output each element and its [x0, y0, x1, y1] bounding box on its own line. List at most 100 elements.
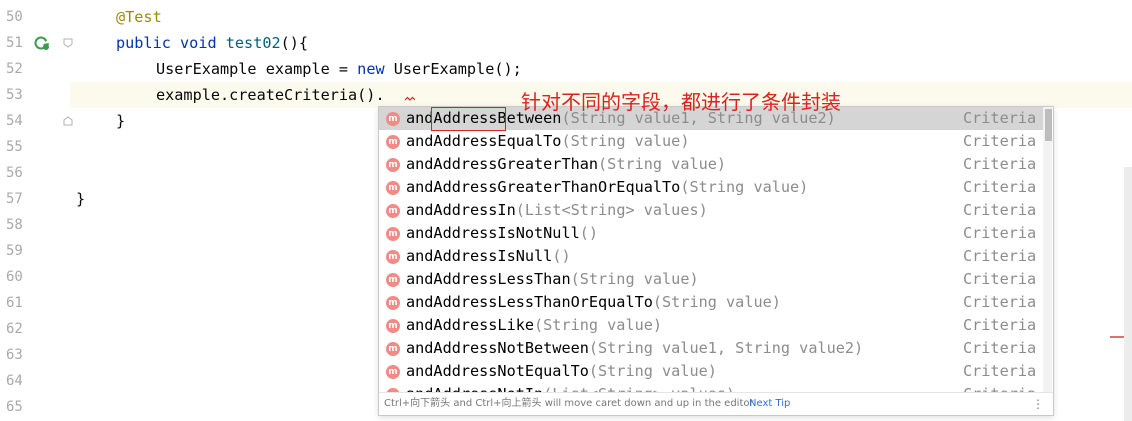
- completion-item[interactable]: m andAddressBetween(String value1, String…: [379, 107, 1043, 130]
- method-icon: m: [386, 181, 400, 195]
- gutter-line: 51: [0, 30, 73, 56]
- completion-item-name: andAddressNotBetween: [406, 339, 589, 357]
- completion-item-type: Criteria: [963, 316, 1037, 334]
- fold-end-icon[interactable]: [63, 116, 73, 126]
- error-stripe-marker[interactable]: [1110, 336, 1124, 338]
- completion-item-type: Criteria: [963, 362, 1037, 380]
- line-number: 58: [6, 217, 23, 233]
- line-number: 50: [6, 9, 23, 25]
- completion-item-type: Criteria: [963, 178, 1037, 196]
- line-number: 56: [6, 165, 23, 181]
- method-icon: m: [386, 250, 400, 264]
- keyword-new: new: [357, 60, 385, 78]
- gutter-line: 50: [0, 4, 70, 30]
- method-icon: m: [386, 227, 400, 241]
- line-number: 59: [6, 243, 23, 259]
- completion-item-type: Criteria: [963, 293, 1037, 311]
- code-text: (){: [280, 34, 309, 52]
- completion-item-name: andAddressNotEqualTo: [406, 362, 589, 380]
- code-text: }: [76, 190, 86, 208]
- gutter-line: 55: [0, 134, 70, 160]
- completion-item-params: (String value1, String value2): [588, 339, 864, 357]
- completion-item-name: andAddressNotIn: [406, 385, 544, 394]
- gutter-line: 54: [0, 108, 73, 134]
- method-icon: m: [386, 204, 400, 218]
- line-number: 63: [6, 347, 23, 363]
- gutter-line: 60: [0, 264, 70, 290]
- gutter-line: 64: [0, 368, 70, 394]
- gutter-line: 57: [0, 186, 70, 212]
- code-line[interactable]: public void test02(){: [70, 30, 1132, 56]
- gutter-line: 53: [0, 82, 70, 108]
- gutter-line: 56: [0, 160, 70, 186]
- completion-item[interactable]: m andAddressGreaterThanOrEqualTo(String v…: [379, 176, 1043, 199]
- completion-item[interactable]: m andAddressIn(List<String> values) Criter…: [379, 199, 1043, 222]
- line-number: 65: [6, 399, 23, 415]
- line-number: 55: [6, 139, 23, 155]
- completion-item-name: andAddressBetween: [406, 109, 562, 127]
- line-number: 60: [6, 269, 23, 285]
- gutter-line: 62: [0, 316, 70, 342]
- code-editor[interactable]: @Test public void test02(){ UserExample …: [70, 0, 1132, 421]
- completion-item-params: (): [552, 247, 571, 265]
- code-line[interactable]: @Test: [70, 4, 1132, 30]
- code-text: UserExample();: [384, 60, 522, 78]
- completion-item-name: andAddressEqualTo: [406, 132, 562, 150]
- line-number: 61: [6, 295, 23, 311]
- completion-item-type: Criteria: [963, 201, 1037, 219]
- completion-item-params: (String value1, String value2): [561, 109, 836, 127]
- gutter-line: 65: [0, 394, 70, 420]
- line-number: 57: [6, 191, 23, 207]
- completion-item-params: (String value): [652, 293, 781, 311]
- completion-item[interactable]: m andAddressLessThanOrEqualTo(String valu…: [379, 291, 1043, 314]
- completion-item-name: andAddressLessThanOrEqualTo: [406, 293, 653, 311]
- completion-item-name: andAddressIsNull: [406, 247, 553, 265]
- method-icon: m: [386, 112, 400, 126]
- gutter-line: 63: [0, 342, 70, 368]
- completion-item-type: Criteria: [963, 339, 1037, 357]
- code-line[interactable]: UserExample example = new UserExample();: [70, 56, 1132, 82]
- next-tip-link[interactable]: Next Tip: [749, 398, 791, 409]
- completion-item-params: (List<String> values): [515, 201, 708, 219]
- keyword-public: public: [116, 34, 171, 52]
- current-code-line[interactable]: example.createCriteria().: [70, 82, 1132, 108]
- completion-scrollbar[interactable]: [1043, 107, 1052, 394]
- method-icon: m: [386, 158, 400, 172]
- method-icon: m: [386, 296, 400, 310]
- completion-item-name: andAddressIn: [406, 201, 516, 219]
- annotation-note: 针对不同的字段，都进行了条件封装: [521, 90, 841, 114]
- run-test-icon[interactable]: [34, 35, 50, 51]
- code-text: UserExample example =: [156, 60, 358, 78]
- keyword-void: void: [180, 34, 217, 52]
- completion-item-name: andAddressLessThan: [406, 270, 571, 288]
- editor-scrollbar[interactable]: [1124, 167, 1132, 421]
- line-number: 54: [6, 113, 23, 129]
- completion-item-params: (String value): [598, 155, 727, 173]
- test-annotation: @Test: [116, 8, 162, 26]
- completion-scroll-thumb[interactable]: [1045, 109, 1052, 141]
- completion-item-name: andAddressGreaterThanOrEqualTo: [406, 178, 681, 196]
- completion-item-params: (): [579, 224, 599, 242]
- gutter-line: 58: [0, 212, 70, 238]
- gutter-line: 52: [0, 56, 70, 82]
- completion-item-type: Criteria: [963, 224, 1037, 242]
- completion-item-params: (String value): [680, 178, 809, 196]
- gutter-line: 61: [0, 290, 70, 316]
- error-squiggle-icon: [405, 96, 415, 101]
- code-line[interactable]: }: [70, 186, 1132, 212]
- fold-icon[interactable]: [63, 38, 73, 48]
- completion-item-type: Criteria: [963, 385, 1037, 394]
- code-text: example.createCriteria().: [156, 86, 385, 104]
- code-line[interactable]: }: [70, 108, 1132, 134]
- more-options-icon[interactable]: ⋮: [1032, 397, 1044, 411]
